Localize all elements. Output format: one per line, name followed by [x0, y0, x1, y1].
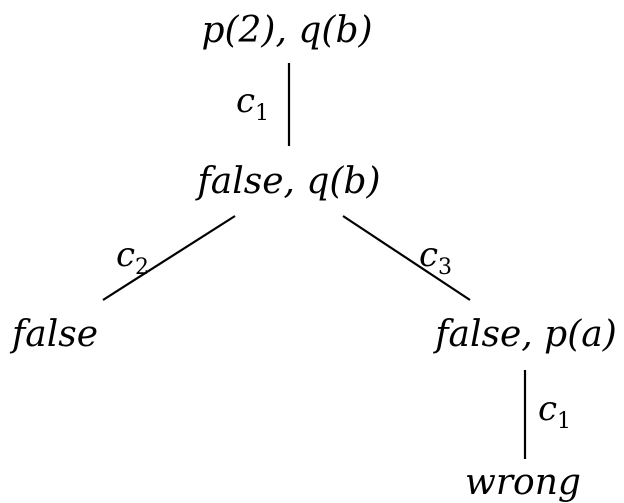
edge-label-root-middle: c1 — [236, 81, 269, 126]
node-right: false, p(a) — [432, 314, 617, 355]
edge-middle-to-left-leaf — [102, 215, 236, 301]
node-left-leaf: false — [9, 314, 98, 355]
edge-label-letter: c — [236, 81, 255, 121]
edge-middle-to-right — [342, 215, 471, 301]
edge-label-letter: c — [116, 235, 135, 275]
edge-label-letter: c — [419, 235, 438, 275]
edge-label-index: 2 — [135, 255, 149, 280]
node-middle: false, q(b) — [194, 161, 380, 202]
edge-label-index: 1 — [255, 101, 269, 126]
edge-label-letter: c — [538, 389, 557, 429]
edge-label-middle-left: c2 — [116, 235, 149, 280]
edge-label-middle-right: c3 — [419, 235, 452, 280]
edge-label-index: 1 — [557, 409, 571, 434]
edge-label-right-bottom: c1 — [538, 389, 571, 434]
edge-label-index: 3 — [438, 255, 452, 280]
node-root: p(2), q(b) — [201, 10, 372, 51]
node-bottom: wrong — [465, 462, 581, 503]
